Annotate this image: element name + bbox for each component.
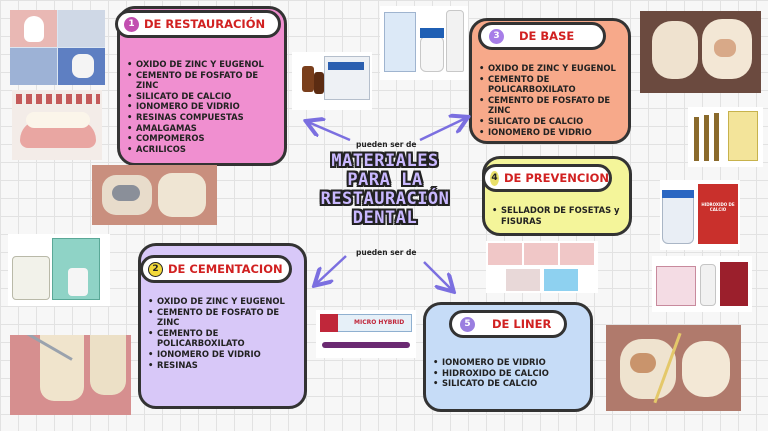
list-item: IONOMERO DE VIDRIO [126,101,278,112]
cementacion-list: OXIDO DE ZINC Y EUGENOL CEMENTO DE FOSFA… [147,296,298,370]
tooth-probe-image [10,335,131,415]
tooth-collage-image [10,10,105,85]
list-item: CEMENTO DE FOSFATO DE ZINC [147,307,298,328]
tooth-restoration-image [606,325,741,411]
composite-syringe-image: MICRO HYBRID [316,310,416,358]
list-item: SILICATO DE CALCIO [432,378,584,389]
prevencion-list: SELLADOR DE FOSETAS y FISURAS [491,205,623,226]
connector-label-lower: pueden ser de [356,248,417,257]
badge-number: 2 [148,261,163,277]
list-item: IONOMERO DE VIDRIO [432,357,584,368]
badge-number: 5 [460,316,475,332]
list-item: AMALGAMAS [126,123,278,134]
central-title-line: MATERIALES [331,151,439,171]
list-item: SILICATO DE CALCIO [478,116,622,127]
calcium-hydroxide-image: HIDROXIDO DE CALCIO [660,180,740,250]
card-title: DE LINER [492,317,552,331]
badge-number: 4 [490,170,499,186]
card-title: DE BASE [519,29,575,43]
arrow-to-liner [423,261,452,290]
list-item: COMPOMEROS [126,133,278,144]
central-title-line: RESTAURACIÓN [320,189,450,209]
list-item: IONOMERO DE VIDRIO [147,349,298,360]
tooth-cavity-image [640,11,761,93]
list-item: CEMENTO DE POLICARBOXILATO [147,328,298,349]
list-item: HIDROXIDO DE CALCIO [432,368,584,379]
restauracion-list: OXIDO DE ZINC Y EUGENOL CEMENTO DE FOSFA… [126,59,278,154]
hydroxide-box-label: HIDROXIDO DE CALCIO [701,202,735,212]
syringes-image [688,107,763,167]
list-item: RESINAS [147,360,298,371]
title-restauracion: 1 DE RESTAURACIÓN [115,10,281,38]
title-prevencion: 4 DE PREVENCION [482,164,612,192]
cementation-product-image [8,234,110,306]
title-liner: 5 DE LINER [449,310,567,338]
list-item: ACRILICOS [126,144,278,155]
dental-repair-kit-image [292,52,372,110]
arrow-to-base [419,118,466,142]
central-title-line: DENTAL [352,208,418,228]
amalgam-teeth-image [92,165,217,225]
card-title: DE CEMENTACION [168,262,283,276]
list-item: OXIDO DE ZINC Y EUGENOL [126,59,278,70]
base-list: OXIDO DE ZINC Y EUGENOL CEMENTO DE POLIC… [478,63,622,137]
list-item: IONOMERO DE VIDRIO [478,127,622,138]
arrow-to-restauracion [308,122,351,142]
card-title: DE PREVENCION [503,171,609,185]
central-title-line: PARA LA [347,170,423,190]
badge-number: 3 [489,28,504,44]
badge-number: 1 [124,16,139,32]
syringe-label: MICRO HYBRID [354,319,405,326]
sealant-diagram-image [486,241,598,293]
list-item: OXIDO DE ZINC Y EUGENOL [147,296,298,307]
connector-label-upper: pueden ser de [356,140,417,149]
central-title: MATERIALES PARA LA RESTAURACIÓN DENTAL [300,152,470,228]
list-item: SELLADOR DE FOSETAS y FISURAS [491,205,623,226]
list-item: SILICATO DE CALCIO [126,91,278,102]
title-cementacion: 2 DE CEMENTACION [140,255,292,283]
list-item: CEMENTO DE FOSFATO DE ZINC [126,70,278,91]
list-item: OXIDO DE ZINC Y EUGENOL [478,63,622,74]
arrow-to-cementacion [316,255,347,284]
title-base: 3 DE BASE [478,22,606,50]
denture-image [12,90,102,160]
liner-list: IONOMERO DE VIDRIO HIDROXIDO DE CALCIO S… [432,357,584,389]
list-item: CEMENTO DE FOSFATO DE ZINC [478,95,622,116]
base-bottles-image [380,6,468,80]
sealant-kit-image [652,256,752,312]
list-item: CEMENTO DE POLICARBOXILATO [478,74,622,95]
card-title: DE RESTAURACIÓN [144,17,266,31]
list-item: RESINAS COMPUESTAS [126,112,278,123]
